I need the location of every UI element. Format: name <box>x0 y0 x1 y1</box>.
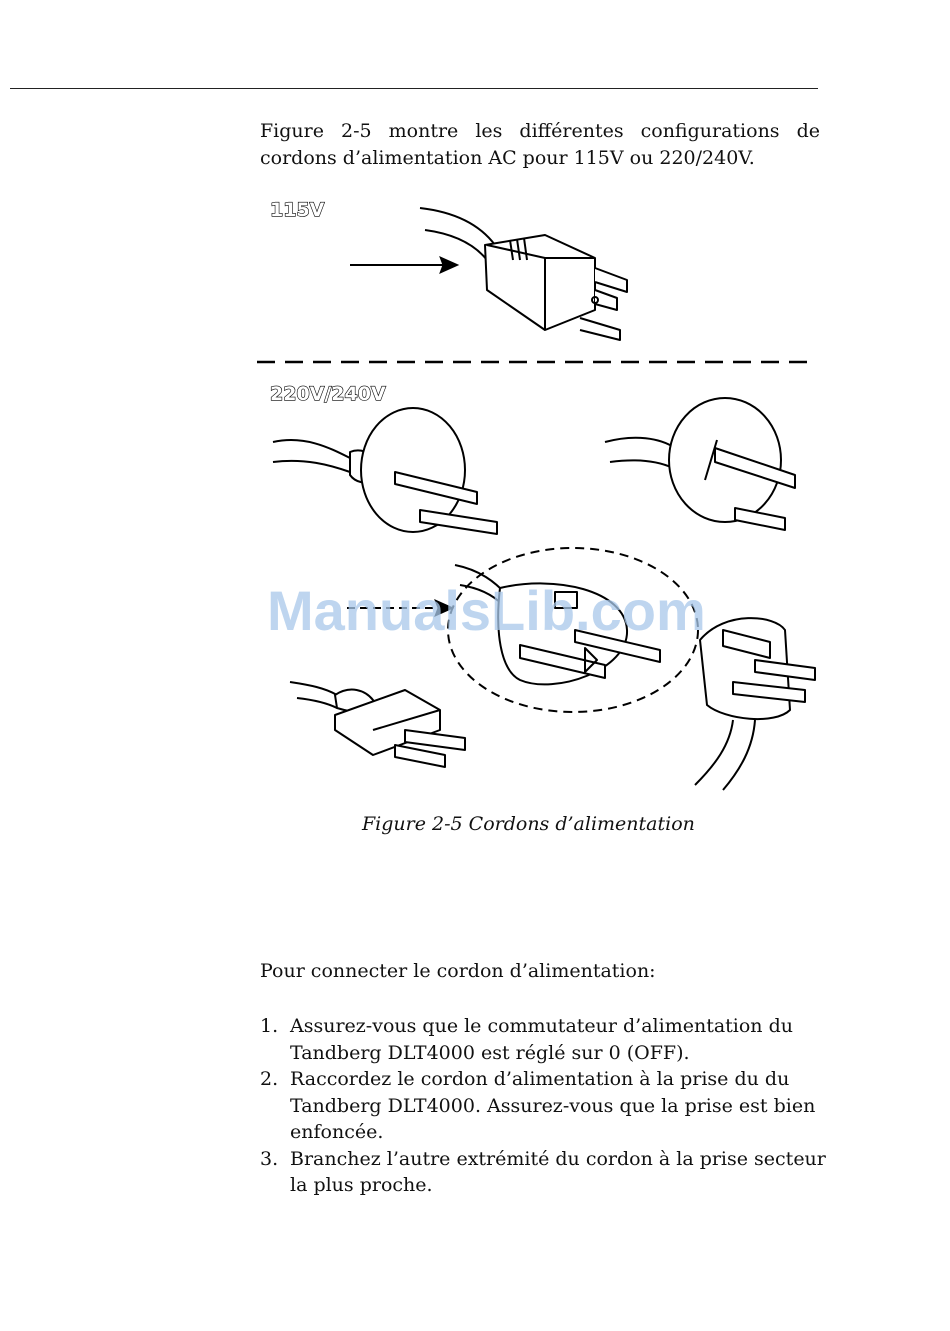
euro-plug-icon <box>272 407 498 535</box>
label-220-240v: 220V/240V <box>270 383 386 405</box>
step-text: Raccordez le cordon d’alimentation à la … <box>290 1068 816 1143</box>
step-text: Assurez-vous que le commutateur d’alimen… <box>290 1015 793 1064</box>
list-item: 2. Raccordez le cordon d’alimentation à … <box>260 1066 830 1146</box>
uk-plug-icon <box>694 617 816 791</box>
step-number: 3. <box>260 1147 279 1170</box>
list-item: 3. Branchez l’autre extrémité du cordon … <box>260 1146 830 1199</box>
instruction-steps: 1. Assurez-vous que le commutateur d’ali… <box>260 1013 830 1199</box>
arrow-icon <box>350 256 460 274</box>
us-plug-115v-icon <box>419 207 628 341</box>
australian-plug-icon <box>604 397 796 531</box>
schuko-plug-icon <box>454 564 661 686</box>
header-rule <box>10 88 818 89</box>
step-number: 1. <box>260 1015 279 1037</box>
label-115v: 115V <box>270 199 325 221</box>
euro-slim-plug-icon <box>289 681 466 768</box>
dashed-arrow-icon <box>347 599 455 617</box>
step-number: 2. <box>260 1068 279 1090</box>
intro-paragraph: Figure 2-5 montre les différentes config… <box>260 120 820 169</box>
instructions-lead: Pour connecter le cordon d’alimentation: <box>260 960 656 982</box>
watermark: ManualsLib.com <box>267 579 706 642</box>
step-text: Branchez l’autre extrémité du cordon à l… <box>290 1147 826 1197</box>
list-item: 1. Assurez-vous que le commutateur d’ali… <box>260 1013 830 1066</box>
highlight-circle <box>447 547 699 713</box>
figure-caption: Figure 2-5 Cordons d’alimentation <box>362 813 695 835</box>
power-cord-figure: 115V 220V/240V <box>255 190 825 800</box>
